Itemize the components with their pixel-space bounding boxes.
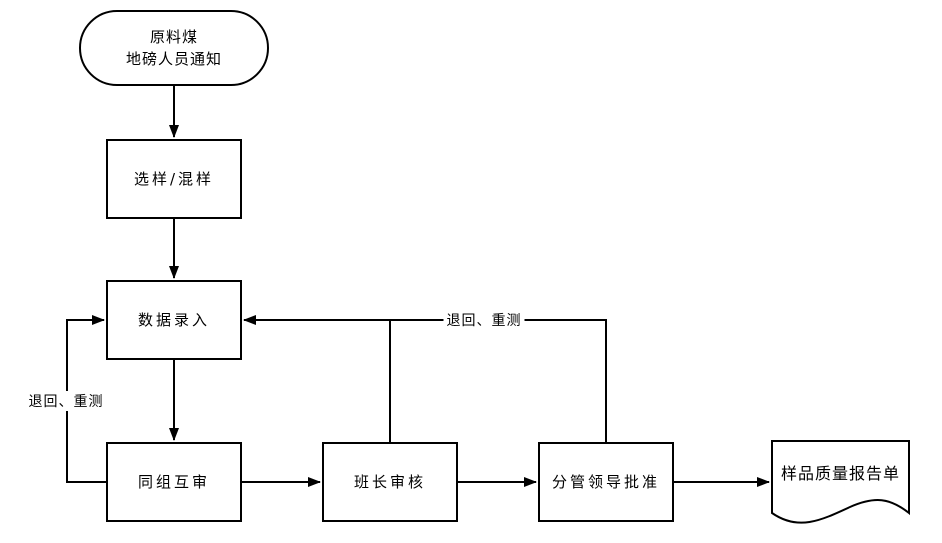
- document-shape: [771, 440, 910, 524]
- edge-label-return-retest-left: 退回、重测: [25, 391, 107, 411]
- flow-node-start: 原料煤 地磅人员通知: [79, 10, 269, 86]
- edge-label-return-retest-top: 退回、重测: [443, 310, 525, 330]
- flow-node-report: 样品质量报告单: [780, 464, 900, 483]
- edge-reviews-back-to-data-entry: [243, 315, 607, 442]
- flow-node-data-entry: 数据录入: [106, 280, 242, 360]
- flow-node-shift-leader-review: 班长审核: [322, 442, 458, 522]
- flow-node-sampling: 选样/混样: [106, 139, 242, 219]
- flow-node-peer-review: 同组互审: [106, 442, 242, 522]
- flow-node-supervisor-approval: 分管领导批准: [538, 442, 674, 522]
